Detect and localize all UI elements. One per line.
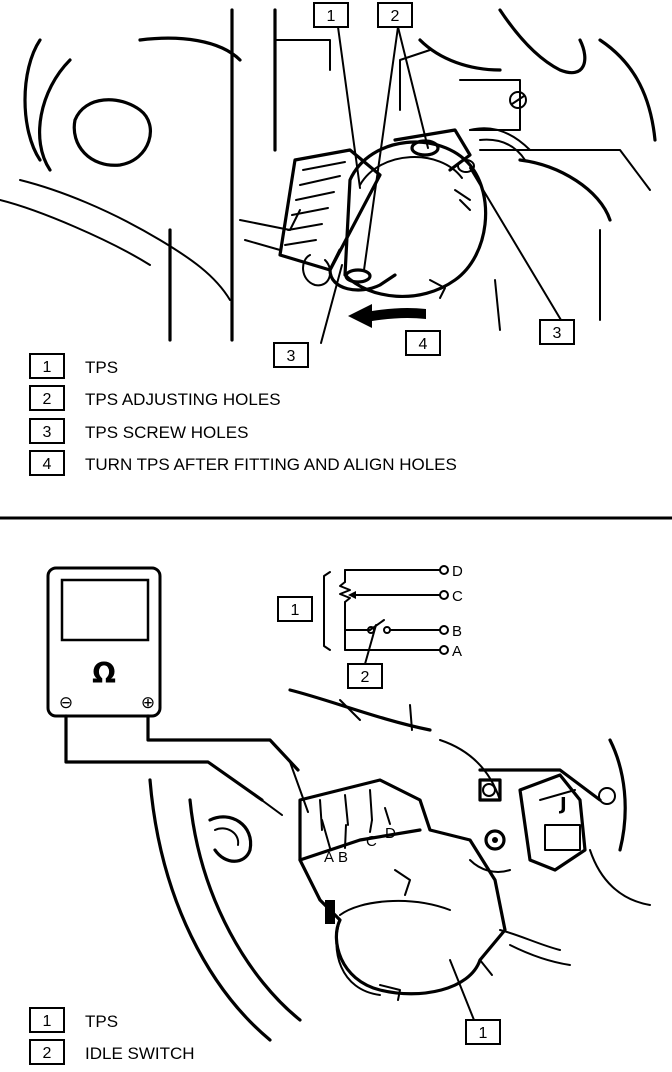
callout-top-3-right: 3 [539,319,575,345]
svg-text:1: 1 [43,1013,52,1030]
schematic-pin-d: D [452,563,463,580]
svg-text:4: 4 [419,336,428,353]
connector-pin-a: A [324,849,334,866]
svg-text:2: 2 [391,8,400,25]
schematic-pin-c: C [452,588,463,605]
callout-bottom-schematic-1: 1 [277,596,313,622]
top-legend-item-4: 4 TURN TPS AFTER FITTING AND ALIGN HOLES [29,450,457,476]
callout-top-3-left: 3 [273,342,309,368]
svg-text:2: 2 [361,669,370,686]
top-leader-lines [320,26,562,344]
svg-text:TPS: TPS [85,1012,118,1031]
ohmmeter: Ω ⊖ ⊕ [46,566,162,718]
callout-bottom-tps-1: 1 [465,1019,501,1045]
callout-top-1: 1 [313,2,349,28]
svg-text:1: 1 [327,8,336,25]
schematic-pin-a: A [452,643,462,660]
top-diagram-illustration [0,8,657,342]
schematic-pin-b: B [452,623,462,640]
bottom-legend-item-2: 2 IDLE SWITCH [29,1039,195,1065]
svg-text:1: 1 [291,602,300,619]
svg-text:1: 1 [43,359,52,376]
svg-text:J: J [558,794,567,815]
svg-text:4: 4 [43,456,52,473]
svg-text:3: 3 [553,325,562,342]
connector-pin-labels: A B C D [321,807,396,866]
top-legend: 1 TPS 2 TPS ADJUSTING HOLES 3 TPS SCREW … [29,353,457,476]
top-legend-item-1: 1 TPS [29,353,118,379]
ohm-symbol: Ω [92,657,116,690]
svg-text:2: 2 [43,391,52,408]
tps-schematic: D C B A [323,563,463,665]
bottom-legend: 1 TPS 2 IDLE SWITCH [29,1007,195,1065]
leader-bottom-1 [449,959,475,1021]
svg-text:2: 2 [43,1045,52,1062]
svg-text:1: 1 [479,1025,488,1042]
connector-pin-b: B [338,849,348,866]
callout-top-4: 4 [405,330,441,356]
bottom-diagram-illustration: J [148,688,651,1042]
svg-text:TPS ADJUSTING HOLES: TPS ADJUSTING HOLES [85,390,281,409]
rotation-arrow [348,304,426,328]
svg-text:IDLE SWITCH: IDLE SWITCH [85,1044,195,1063]
test-leads [64,714,309,816]
negative-terminal-icon: ⊖ [59,693,73,713]
callout-top-2: 2 [377,2,413,28]
callout-bottom-schematic-2: 2 [347,663,383,689]
positive-terminal-icon: ⊕ [141,693,155,713]
top-legend-item-2: 2 TPS ADJUSTING HOLES [29,385,281,411]
top-legend-item-3: 3 TPS SCREW HOLES [29,418,248,444]
svg-text:TPS SCREW HOLES: TPS SCREW HOLES [85,423,248,442]
connector-pin-d: D [385,825,396,842]
svg-text:3: 3 [287,348,296,365]
svg-text:3: 3 [43,424,52,441]
connector-pin-c: C [366,833,377,850]
bottom-legend-item-1: 1 TPS [29,1007,118,1033]
svg-text:TPS: TPS [85,358,118,377]
svg-text:TURN TPS AFTER FITTING AND ALI: TURN TPS AFTER FITTING AND ALIGN HOLES [85,455,457,474]
